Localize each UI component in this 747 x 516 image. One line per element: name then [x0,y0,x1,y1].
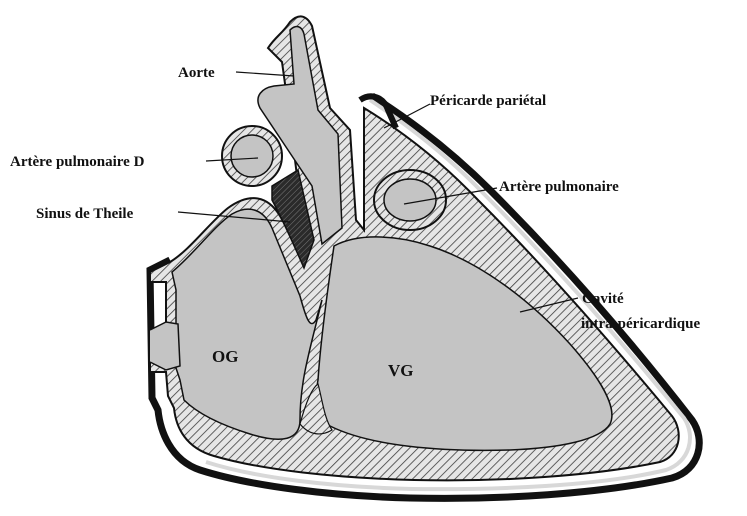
label-og: OG [212,347,238,366]
label-artere-pulmonaire: Artère pulmonaire [499,179,619,195]
label-cavite-line2: intra-péricardique [581,316,700,332]
label-aorte: Aorte [178,65,215,81]
label-artere-pulmonaire-d: Artère pulmonaire D [10,154,145,170]
label-pericarde-parietal: Péricarde pariétal [430,93,546,109]
label-cavite-line1: Cavité [582,291,624,307]
label-vg: VG [388,361,414,380]
label-sinus-de-theile: Sinus de Theile [36,206,134,222]
pulmonary-vein-stub [150,322,180,370]
right-pulmonary-artery-lumen [231,135,273,177]
